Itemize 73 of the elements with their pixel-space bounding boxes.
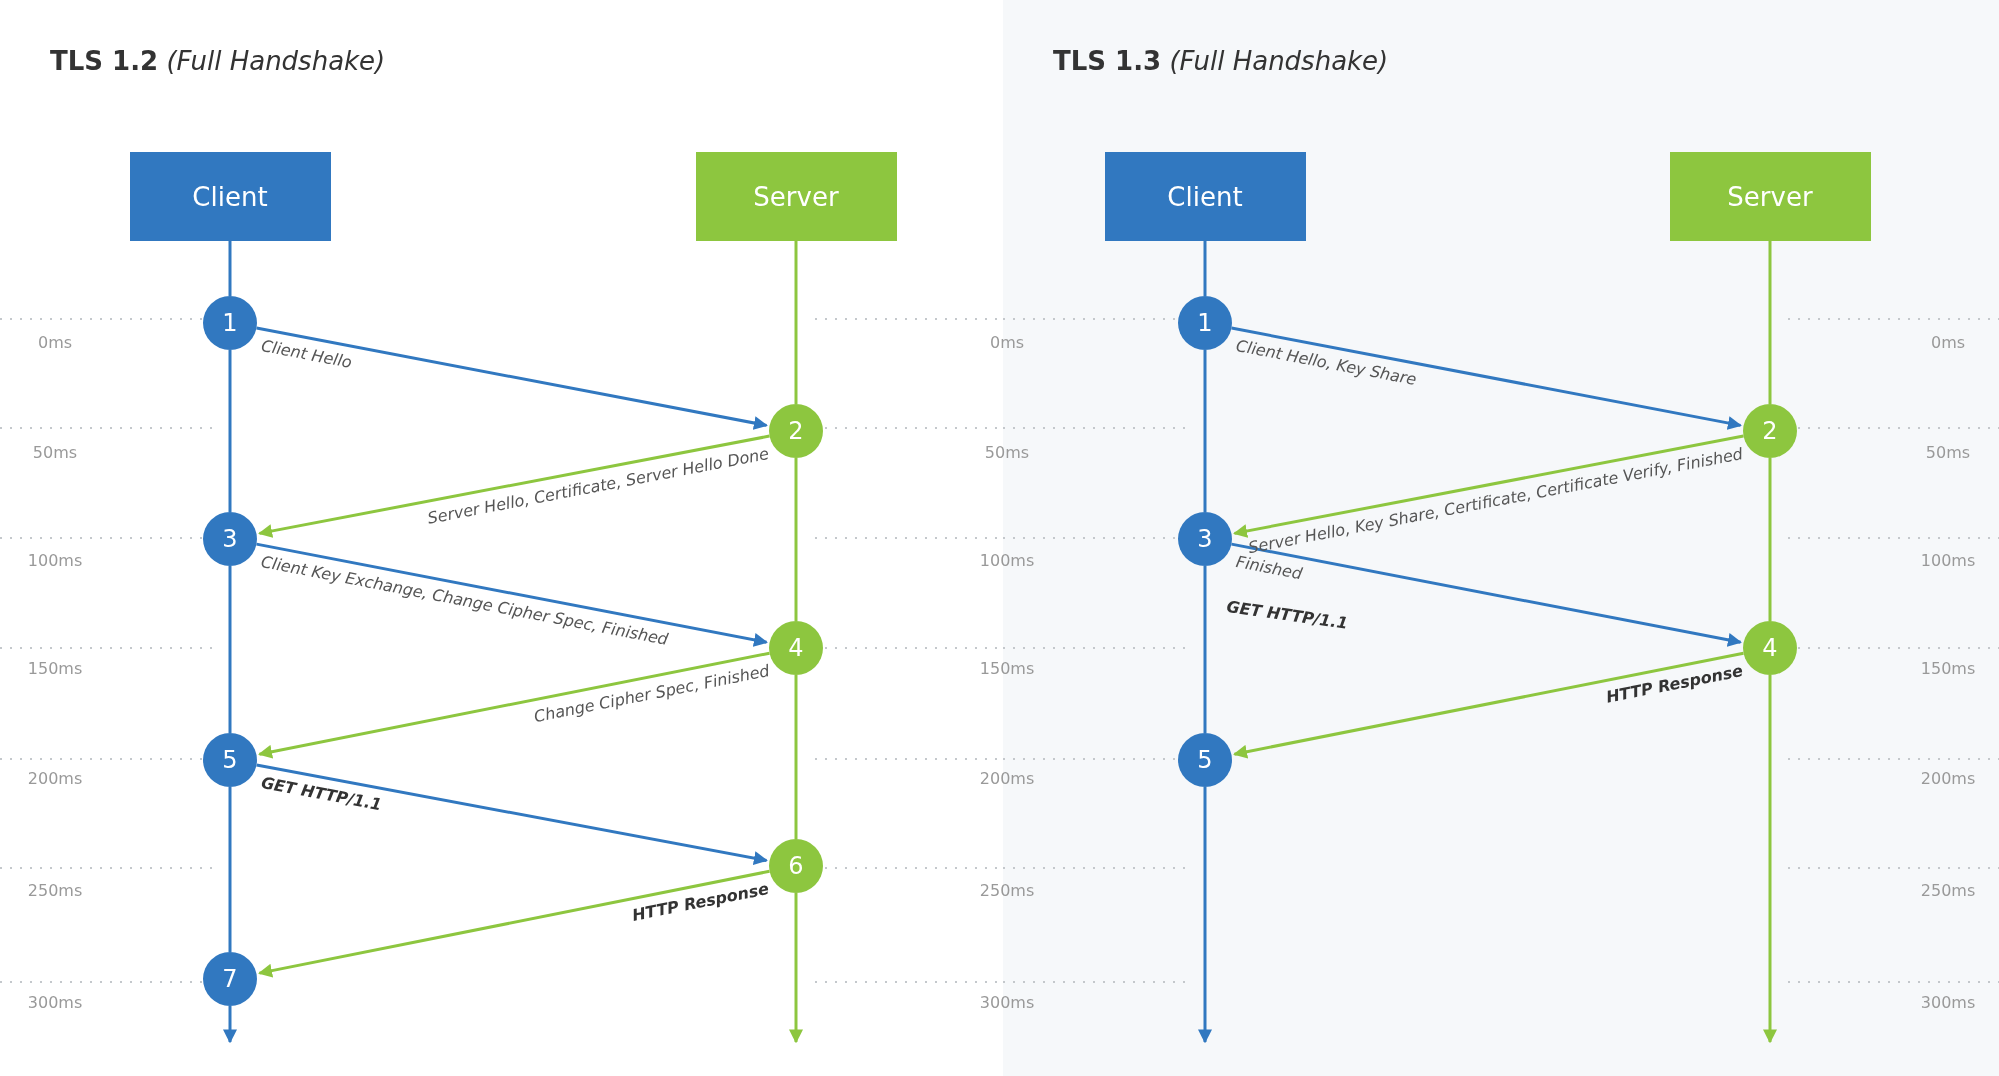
step-circle: 6 <box>769 839 823 893</box>
step-circle: 4 <box>769 621 823 675</box>
time-label: 50ms <box>1925 443 1971 462</box>
time-label: 50ms <box>984 443 1030 462</box>
lifeline <box>794 458 798 621</box>
message-arrow <box>258 434 770 538</box>
lifeline <box>228 566 232 733</box>
step-circle: 2 <box>769 404 823 458</box>
message-arrow <box>1231 542 1742 647</box>
edge-label: Client Hello <box>259 337 354 373</box>
step-circle: 1 <box>203 296 257 350</box>
lifeline <box>1768 241 1772 404</box>
lifeline <box>1203 350 1207 512</box>
message-arrow <box>1233 651 1744 759</box>
time-label: 250ms <box>1920 881 1976 900</box>
edge-label: Server Hello, Certificate, Server Hello Done <box>426 444 771 528</box>
time-label: 0ms <box>1930 333 1966 352</box>
time-label: 0ms <box>989 333 1025 352</box>
message-arrow <box>256 542 768 647</box>
lifeline-arrow <box>223 1006 237 1044</box>
time-label: 250ms <box>979 881 1035 900</box>
message-arrow <box>258 869 770 978</box>
lifeline <box>1203 241 1207 296</box>
edge-label: Client Hello, Key Share <box>1234 337 1418 390</box>
lifeline-arrow <box>1763 675 1777 1044</box>
message-arrow <box>1231 326 1742 430</box>
lifeline <box>1768 458 1772 621</box>
lifeline-arrow <box>1198 787 1212 1044</box>
message-arrow <box>258 651 770 759</box>
step-circle: 7 <box>203 952 257 1006</box>
panel-title: TLS 1.3 (Full Handshake) <box>1053 46 1389 76</box>
time-label: 200ms <box>979 769 1035 788</box>
time-label: 150ms <box>979 659 1035 678</box>
lifeline <box>794 675 798 839</box>
step-circle: 3 <box>203 512 257 566</box>
lifeline-arrow <box>789 893 803 1044</box>
time-label: 0ms <box>37 333 73 352</box>
message-arrow <box>256 326 768 430</box>
lifeline <box>228 350 232 512</box>
participant-box: Server <box>695 152 897 241</box>
time-label: 200ms <box>27 769 83 788</box>
time-label: 200ms <box>1920 769 1976 788</box>
panel-title: TLS 1.2 (Full Handshake) <box>50 46 386 76</box>
time-label: 50ms <box>32 443 78 462</box>
time-label: 100ms <box>27 551 83 570</box>
participant-box: Server <box>1669 152 1871 241</box>
message-arrow <box>1233 434 1744 538</box>
step-circle: 3 <box>1178 512 1232 566</box>
step-circle: 5 <box>1178 733 1232 787</box>
time-label: 100ms <box>1920 551 1976 570</box>
participant-box: Client <box>1104 152 1306 241</box>
edge-label: HTTP Response <box>1604 661 1745 707</box>
message-label: GET HTTP/1.1 <box>1225 598 1349 633</box>
edge-label: Change Cipher Spec, Finished <box>532 661 771 727</box>
step-circle: 5 <box>203 733 257 787</box>
participant-box: Client <box>129 152 331 241</box>
message-arrow <box>256 763 768 866</box>
time-label: 300ms <box>979 993 1035 1012</box>
edge-label: HTTP Response <box>630 879 771 925</box>
lifeline <box>228 241 232 296</box>
time-label: 150ms <box>27 659 83 678</box>
step-circle: 1 <box>1178 296 1232 350</box>
lifeline <box>1203 566 1207 733</box>
step-circle: 2 <box>1743 404 1797 458</box>
edge-label: GET HTTP/1.1 <box>259 774 383 815</box>
time-label: 100ms <box>979 551 1035 570</box>
time-label: 250ms <box>27 881 83 900</box>
time-label: 300ms <box>27 993 83 1012</box>
step-circle: 4 <box>1743 621 1797 675</box>
lifeline <box>228 787 232 952</box>
lifeline <box>794 241 798 404</box>
time-label: 300ms <box>1920 993 1976 1012</box>
time-label: 150ms <box>1920 659 1976 678</box>
